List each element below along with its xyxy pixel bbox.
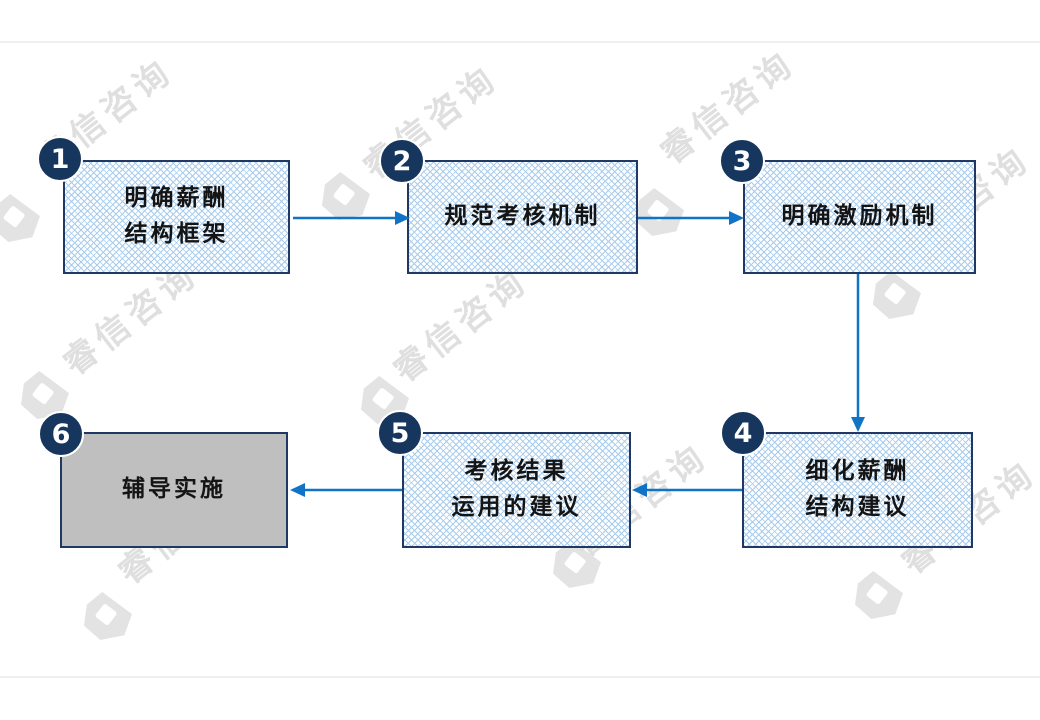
step-box-2: 规范考核机制 [407, 160, 638, 274]
step-label-5: 考核结果 运用的建议 [451, 458, 582, 520]
step-number-badge-3: 3 [719, 138, 765, 184]
step-box-1: 明确薪酬 结构框架 [63, 160, 290, 274]
arrow-step2-to-step3 [638, 211, 744, 225]
ruixin-logo-icon [636, 188, 684, 236]
step-label-3: 明确激励机制 [781, 203, 938, 230]
ruixin-logo-icon [0, 194, 40, 242]
step-box-4: 细化薪酬 结构建议 [742, 432, 973, 548]
step-number-1: 1 [50, 143, 70, 175]
arrow-step5-to-step6 [290, 483, 402, 497]
step-box-3: 明确激励机制 [743, 160, 976, 274]
step-box-6: 辅导实施 [60, 432, 288, 548]
step-number-4: 4 [733, 417, 753, 449]
step-label-4: 细化薪酬 结构建议 [805, 458, 910, 520]
step-number-2: 2 [392, 145, 412, 177]
step-label-1: 明确薪酬 结构框架 [124, 185, 229, 247]
step-number-badge-4: 4 [720, 410, 766, 456]
step-number-badge-1: 1 [37, 136, 83, 182]
slide-bottom-border-line [0, 676, 1040, 678]
step-box-5: 考核结果 运用的建议 [402, 432, 631, 548]
arrow-step4-to-step5 [632, 483, 742, 497]
watermark-text: 睿信咨询 [55, 253, 207, 384]
ruixin-logo-icon [855, 571, 903, 619]
slide-top-border-line [0, 41, 1040, 43]
step-label-6: 辅导实施 [122, 476, 226, 503]
step-number-badge-5: 5 [377, 410, 423, 456]
step-number-badge-6: 6 [38, 411, 84, 457]
step-number-5: 5 [390, 417, 410, 449]
ruixin-logo-icon [322, 172, 370, 220]
step-number-badge-2: 2 [379, 138, 425, 184]
ruixin-logo-icon [84, 592, 132, 640]
arrow-step3-to-step4 [851, 274, 865, 432]
ruixin-logo-icon [873, 271, 921, 319]
step-number-6: 6 [51, 418, 71, 450]
arrow-step1-to-step2 [293, 211, 410, 225]
watermark-text: 睿信咨询 [385, 260, 537, 391]
step-label-2: 规范考核机制 [444, 203, 601, 230]
step-number-3: 3 [732, 145, 752, 177]
